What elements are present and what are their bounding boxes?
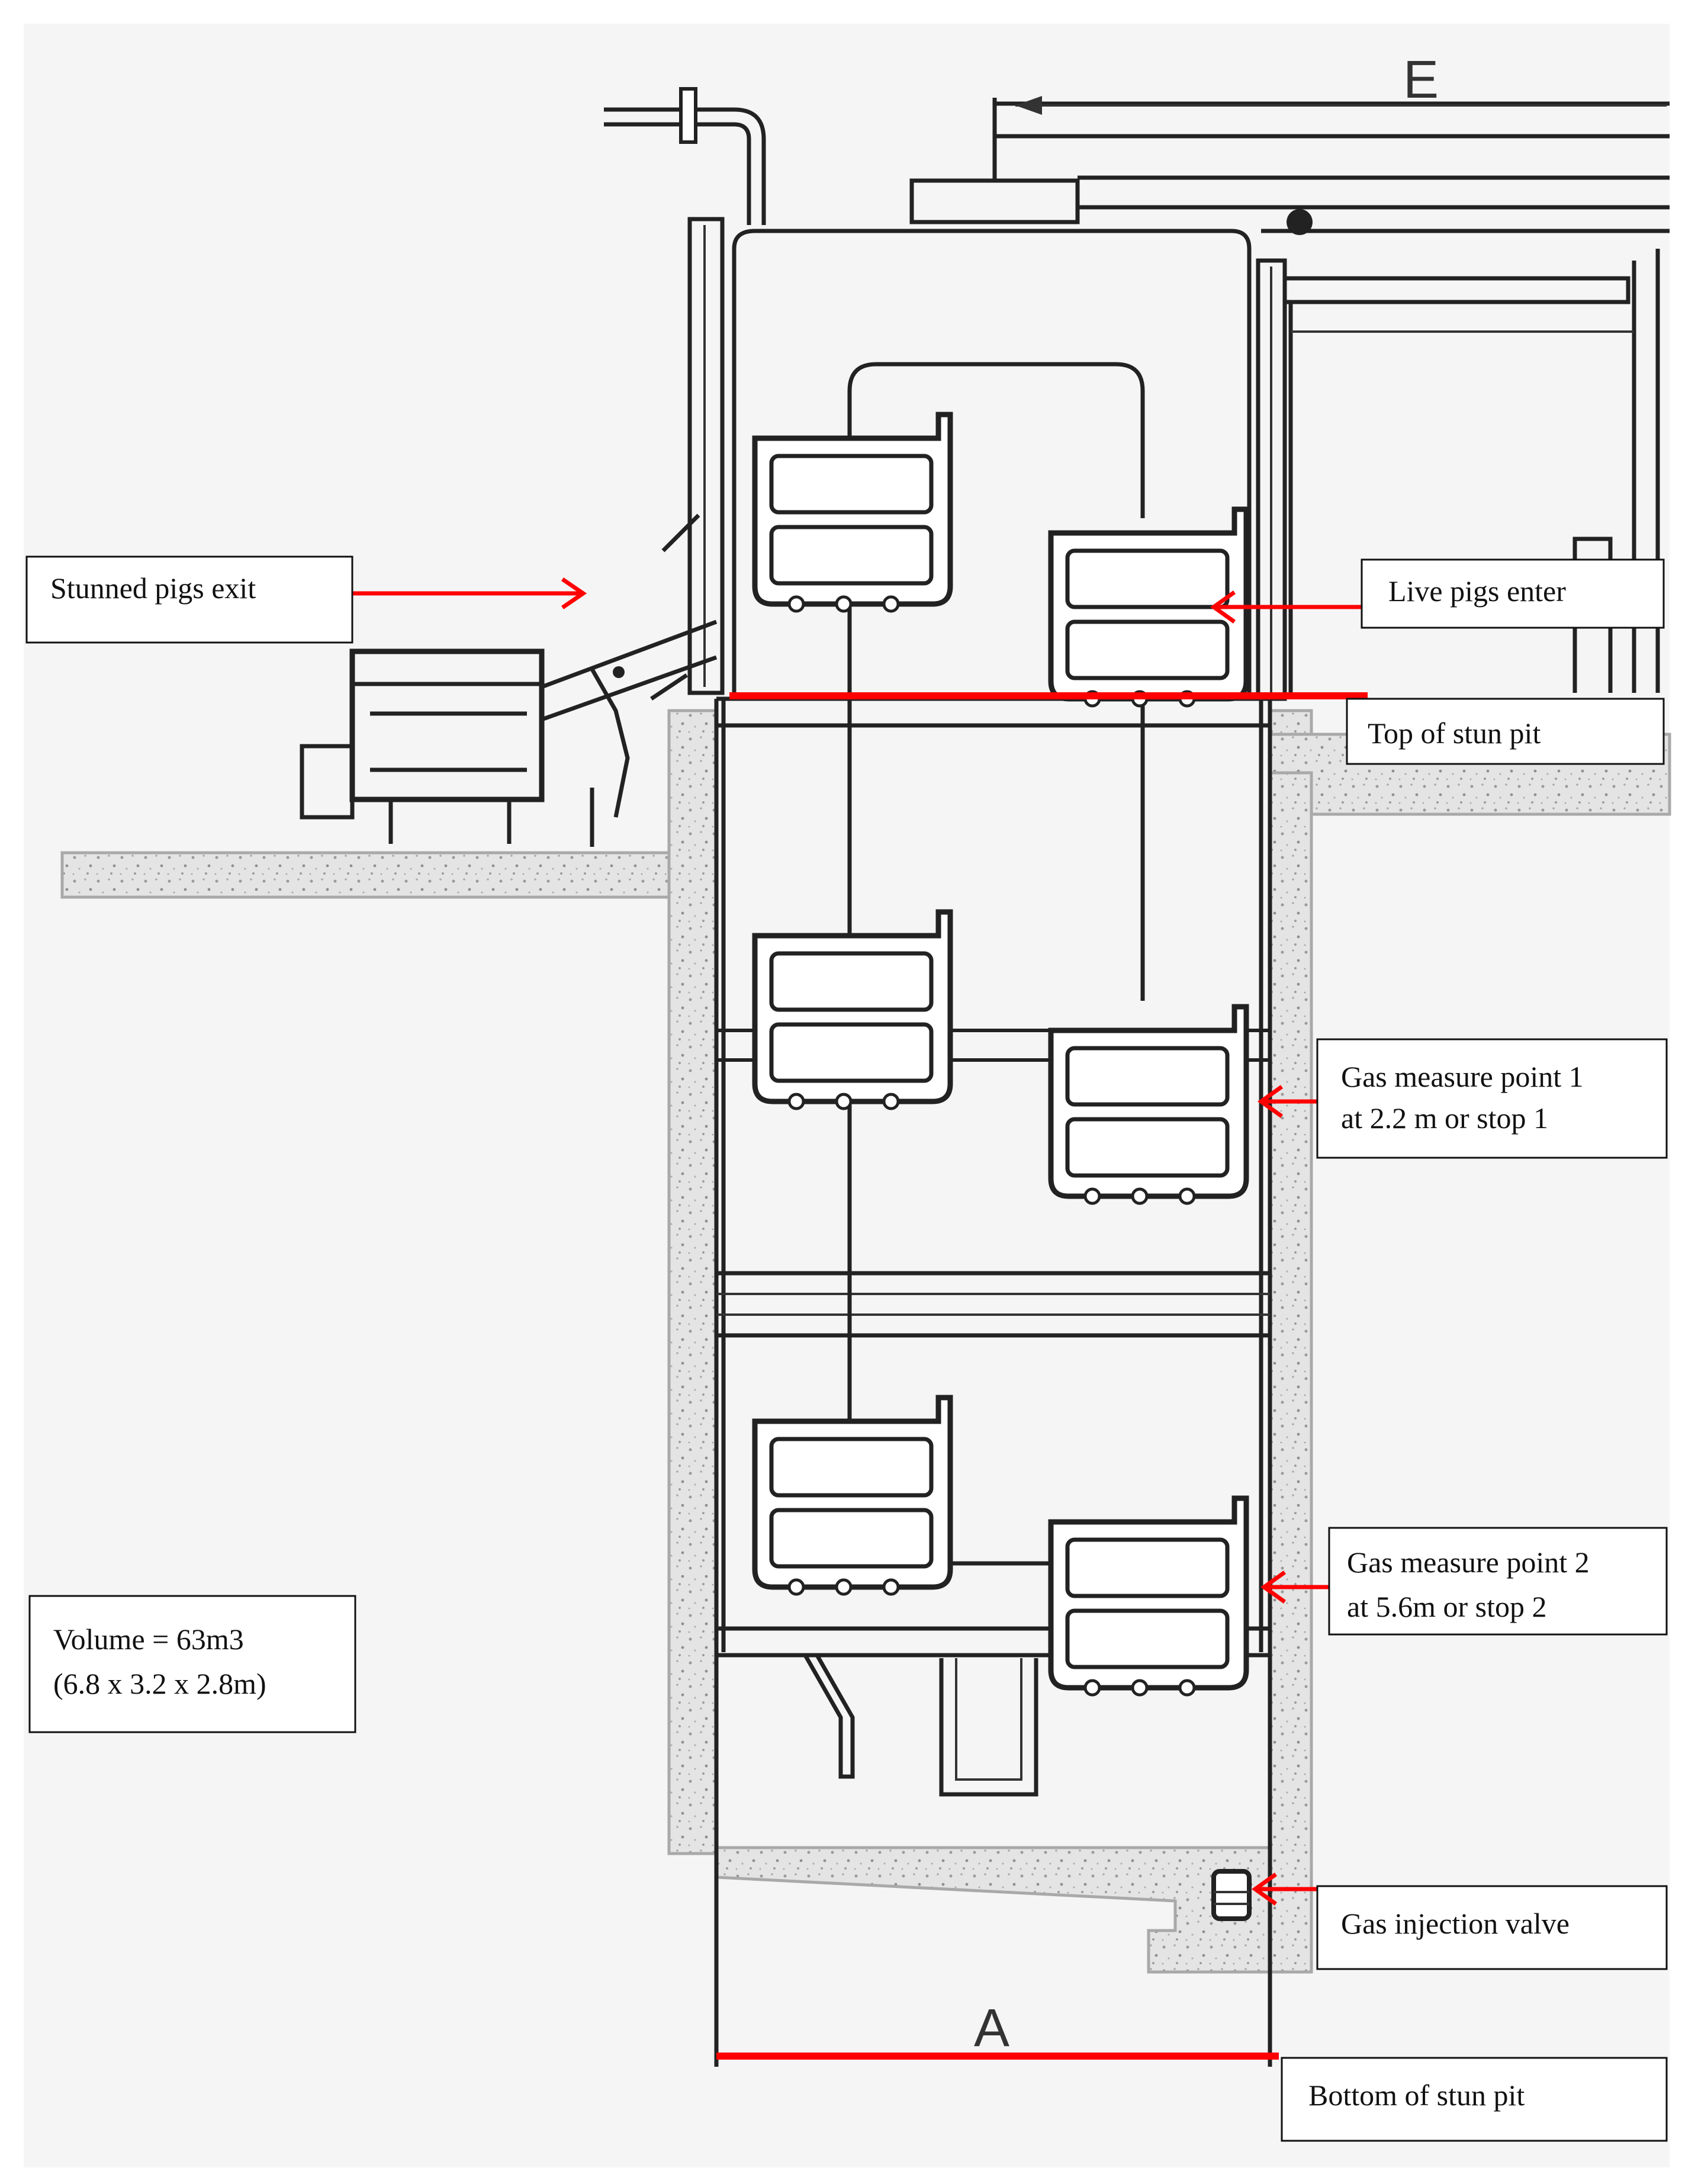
svg-text:Gas injection valve: Gas injection valve — [1341, 1907, 1570, 1940]
shaft-frame — [714, 696, 1272, 2067]
dimension-a: A — [974, 1999, 1009, 2058]
label-volume: Volume = 63m3 (6.8 x 3.2 x 2.8m) — [28, 1595, 356, 1733]
svg-text:(6.8 x 3.2 x 2.8m): (6.8 x 3.2 x 2.8m) — [53, 1667, 266, 1700]
pit-wall-right — [1268, 709, 1313, 1974]
cage-middle-right — [1051, 1007, 1246, 1203]
dimension-e: E — [1015, 50, 1667, 115]
label-bottom-of-pit: Bottom of stun pit — [1281, 2057, 1668, 2142]
cage-bottom-right — [1051, 1498, 1246, 1695]
svg-text:Stunned pigs exit: Stunned pigs exit — [50, 571, 256, 605]
ground-slab-left — [60, 851, 700, 899]
annotation-arrows — [352, 577, 1362, 1906]
svg-text:at 5.6m or stop 2: at 5.6m or stop 2 — [1347, 1590, 1546, 1623]
label-top-of-pit: Top of stun pit — [1346, 698, 1665, 765]
svg-text:at 2.2 m or stop 1: at 2.2 m or stop 1 — [1341, 1101, 1548, 1135]
label-gas-point-2: Gas measure point 2 at 5.6m or stop 2 — [1328, 1527, 1668, 1636]
dimension-a-label: A — [974, 1999, 1009, 2058]
svg-text:Live pigs enter: Live pigs enter — [1388, 574, 1566, 608]
exit-conveyor — [300, 513, 718, 847]
pit-wall-left — [667, 709, 718, 1855]
svg-text:Top of stun pit: Top of stun pit — [1368, 717, 1541, 750]
svg-text:Bottom of stun pit: Bottom of stun pit — [1308, 2079, 1525, 2112]
cage-middle-left — [755, 912, 950, 1109]
label-injection-valve: Gas injection valve — [1316, 1885, 1668, 1970]
svg-text:Volume = 63m3: Volume = 63m3 — [53, 1623, 244, 1656]
cage-top-left — [755, 415, 950, 611]
label-live-enter: Live pigs enter — [1361, 558, 1665, 629]
cage-bottom-left — [755, 1398, 950, 1594]
label-gas-point-1: Gas measure point 1 at 2.2 m or stop 1 — [1316, 1038, 1668, 1159]
gas-injection-valve-shape — [1211, 1869, 1252, 1921]
dimension-e-label: E — [1403, 50, 1439, 110]
label-stunned-exit: Stunned pigs exit — [25, 555, 353, 644]
svg-text:Gas measure point 1: Gas measure point 1 — [1341, 1060, 1584, 1093]
svg-text:Gas measure point 2: Gas measure point 2 — [1347, 1546, 1590, 1579]
